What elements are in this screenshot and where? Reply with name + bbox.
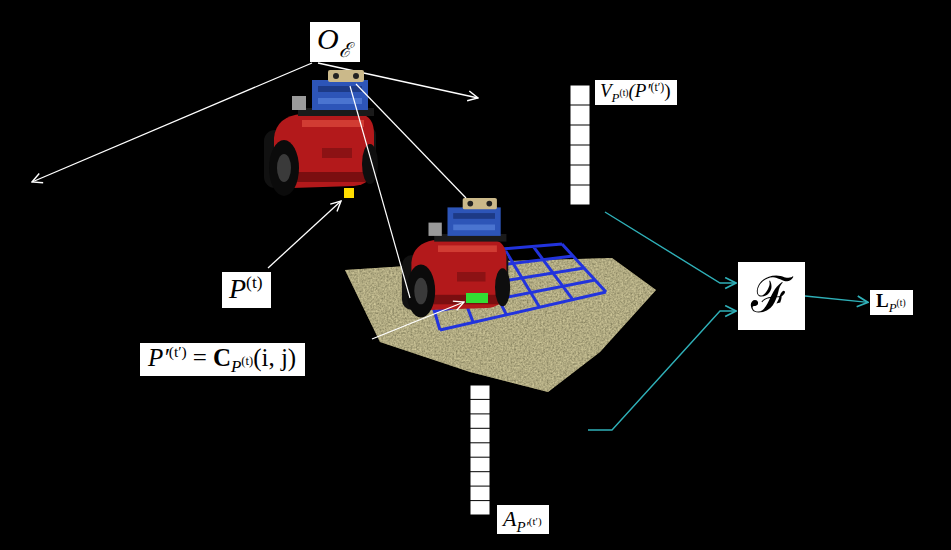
math-text: O — [317, 22, 339, 57]
vector-label: VP(t)(P′(t′)) — [595, 80, 677, 105]
math-text: ℰ — [339, 39, 351, 62]
feature-vector — [570, 85, 590, 205]
math-text: (t′) — [169, 343, 187, 361]
robot-position-marker — [344, 188, 354, 198]
math-text: L — [876, 290, 889, 312]
function-box: ℱ — [738, 262, 805, 330]
math-text: P — [231, 357, 241, 377]
math-text: (t) — [897, 298, 906, 309]
math-text: ) — [664, 80, 670, 102]
position-label: P(t) — [222, 272, 271, 308]
math-text: P — [889, 301, 897, 316]
math-text: (t′) — [651, 81, 665, 95]
math-text: (t) — [620, 88, 629, 99]
math-text: P — [229, 273, 246, 305]
output-label: LP(t) — [870, 290, 913, 315]
vector-node: AP′(t′) — [468, 383, 588, 539]
math-text: P — [612, 91, 620, 106]
vector-node: VP(t)(P′(t′)) — [568, 80, 742, 212]
math-text: (t′) — [529, 515, 542, 528]
feature-vector — [470, 385, 490, 515]
robot-projected — [402, 198, 510, 318]
flow-arrow — [605, 212, 736, 283]
math-text: A — [503, 506, 516, 531]
camera-rays — [350, 84, 466, 298]
math-text: (i, j) — [253, 344, 296, 373]
math-text: ℱ — [751, 267, 792, 325]
leader-arrow — [372, 302, 464, 339]
space-label: Oℰ — [310, 22, 360, 62]
cell-label: P′(t′) =CP(t)(i, j) — [140, 343, 305, 376]
leader-arrow — [268, 201, 341, 268]
camera-ray — [356, 84, 466, 198]
math-text: (t) — [241, 354, 253, 368]
math-text: (t) — [246, 273, 262, 293]
math-text: V — [600, 80, 612, 102]
math-text: C — [213, 344, 231, 373]
math-text: P′ — [516, 519, 528, 536]
math-text: P′ — [148, 344, 169, 373]
vector-label: AP′(t′) — [497, 505, 549, 534]
math-text: (P′ — [628, 80, 650, 102]
flow-arrow — [588, 311, 736, 430]
cell-marker — [466, 293, 488, 303]
axis-arrows — [32, 63, 478, 182]
camera-ray — [350, 86, 410, 298]
flow-arrow — [805, 296, 868, 302]
math-text: = — [193, 344, 207, 373]
